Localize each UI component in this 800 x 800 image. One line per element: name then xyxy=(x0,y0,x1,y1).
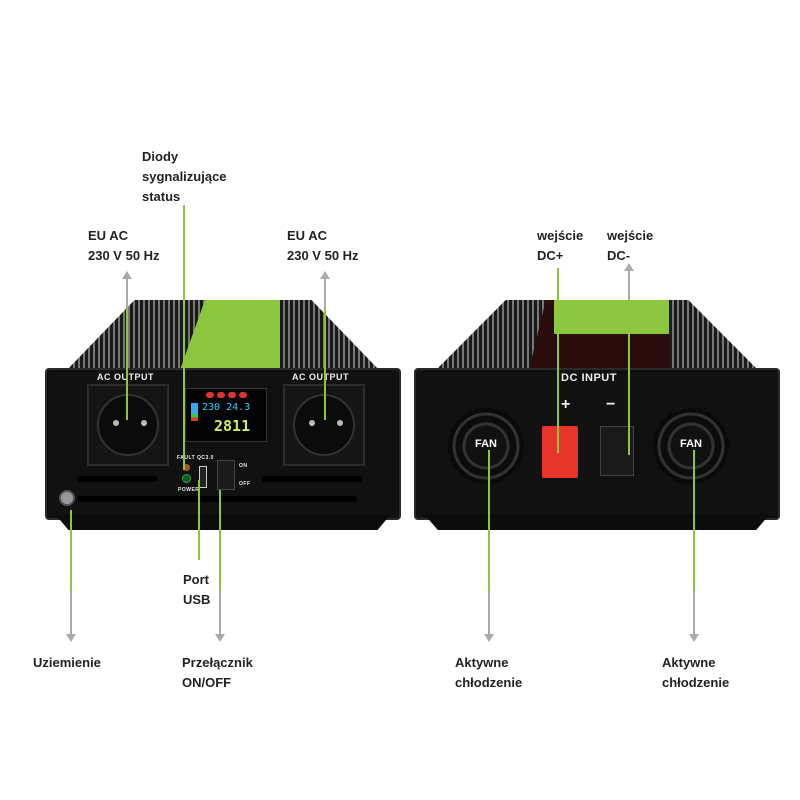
lcd-display: 230 24.3 2811 xyxy=(185,388,267,442)
inverter-back-view: DC INPUT + − FAN FAN xyxy=(414,300,780,532)
label-cooling-right: Aktywne chłodzenie xyxy=(662,655,730,690)
label-grounding: Uziemienie xyxy=(33,655,101,670)
ac-output-label-left: AC OUTPUT xyxy=(97,372,154,382)
plus-sign: + xyxy=(561,396,571,413)
dc-plus-terminal xyxy=(542,426,578,478)
qc-label: QC3.0 xyxy=(197,455,214,461)
label-usb-port: Port USB xyxy=(183,572,211,607)
green-label-stripe xyxy=(554,300,669,334)
label-eu-ac-right: EU AC 230 V 50 Hz xyxy=(287,228,359,263)
fan-left: FAN xyxy=(448,408,524,484)
inverter-front-view: AC OUTPUT AC OUTPUT 230 24.3 2811 FAULT … xyxy=(45,300,401,532)
power-label: POWER xyxy=(178,487,200,493)
off-label: OFF xyxy=(239,481,251,487)
power-led xyxy=(182,474,191,483)
fan-label: FAN xyxy=(680,438,702,450)
on-label: ON xyxy=(239,463,248,469)
dc-input-label: DC INPUT xyxy=(561,372,617,384)
ground-terminal xyxy=(59,490,75,506)
front-panel: AC OUTPUT AC OUTPUT 230 24.3 2811 FAULT … xyxy=(45,368,401,520)
back-panel: DC INPUT + − FAN FAN xyxy=(414,368,780,520)
power-switch[interactable] xyxy=(217,460,235,490)
ac-output-label-right: AC OUTPUT xyxy=(292,372,349,382)
ac-voltage-readout: 230 xyxy=(202,402,221,413)
label-dc-minus: wejście DC- xyxy=(607,228,654,263)
label-switch: Przełącznik ON/OFF xyxy=(182,655,253,690)
fault-label: FAULT xyxy=(177,455,196,461)
fan-label: FAN xyxy=(475,438,497,450)
label-eu-ac-left: EU AC 230 V 50 Hz xyxy=(88,228,160,263)
ac-socket-left xyxy=(87,384,169,466)
battery-icon xyxy=(191,403,198,421)
usb-port[interactable] xyxy=(199,466,207,488)
fault-led xyxy=(183,464,190,471)
label-status-leds: Diody sygnalizujące status xyxy=(142,149,227,204)
label-dc-plus: wejście DC+ xyxy=(537,228,584,263)
power-readout: 2811 xyxy=(214,417,251,435)
dc-voltage-readout: 24.3 xyxy=(226,402,251,413)
minus-sign: − xyxy=(606,396,616,413)
label-cooling-left: Aktywne chłodzenie xyxy=(455,655,523,690)
fan-right: FAN xyxy=(653,408,729,484)
